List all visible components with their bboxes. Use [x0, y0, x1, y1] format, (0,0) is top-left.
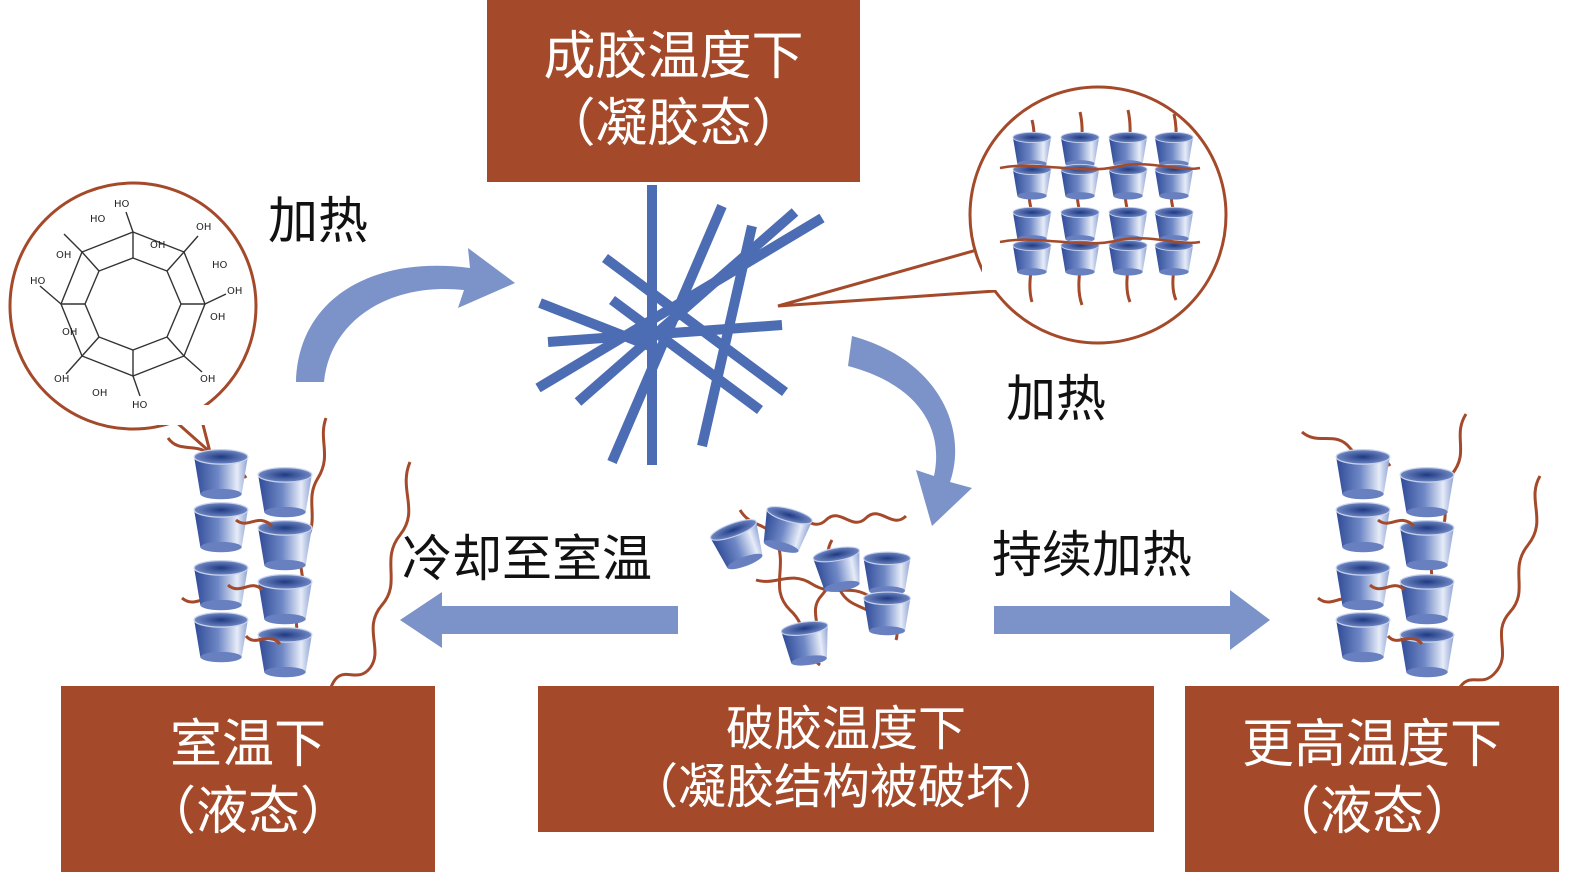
- svg-text:OH: OH: [210, 312, 225, 323]
- heat-label-right: 加热: [1006, 370, 1106, 428]
- heat-label-left: 加热: [268, 192, 368, 250]
- svg-text:OH: OH: [227, 286, 242, 297]
- fiber-detail-cylinders: [999, 109, 1201, 306]
- svg-text:OH: OH: [54, 374, 69, 385]
- svg-text:HO: HO: [30, 276, 46, 287]
- higher-temp-label-box: 更高温度下 （液态）: [1185, 686, 1559, 872]
- higher-temp-state: （液态）: [1267, 782, 1476, 842]
- cool-label: 冷却至室温: [402, 530, 652, 588]
- broken-gel-cluster: [707, 502, 911, 669]
- break-temp-label-box: 破胶温度下 （凝胶结构被破坏）: [538, 686, 1154, 832]
- gel-fiber-network: [535, 185, 825, 465]
- gel-temp-title: 成胶温度下: [543, 27, 804, 88]
- higher-temp-title: 更高温度下: [1241, 715, 1502, 776]
- higher-temp-cluster: [1301, 413, 1542, 691]
- continue-heat-arrow: [994, 590, 1270, 650]
- svg-text:OH: OH: [150, 240, 165, 251]
- svg-text:HO: HO: [212, 260, 228, 271]
- heat-arrow-right-curve: [848, 336, 972, 526]
- break-temp-title: 破胶温度下: [725, 701, 966, 758]
- gel-temp-state: （凝胶态）: [543, 94, 804, 154]
- room-temp-title: 室温下: [169, 715, 326, 776]
- svg-text:HO: HO: [90, 214, 106, 225]
- svg-text:OH: OH: [200, 374, 215, 385]
- svg-text:HO: HO: [132, 400, 148, 411]
- gel-temp-label-box: 成胶温度下 （凝胶态）: [487, 0, 860, 182]
- cool-arrow: [400, 592, 678, 648]
- break-temp-state: （凝胶结构被破坏）: [629, 759, 1062, 815]
- room-temp-label-box: 室温下 （液态）: [61, 686, 435, 872]
- continue-heat-label: 持续加热: [992, 526, 1192, 584]
- molecule-hydroxyl-labels: HO HO OH OH HO OH OH OH HO OH OH OH HO O…: [30, 199, 242, 411]
- svg-text:OH: OH: [196, 222, 211, 233]
- svg-text:OH: OH: [62, 327, 77, 338]
- svg-text:HO: HO: [114, 199, 130, 210]
- cyclodextrin-molecule: [39, 211, 227, 397]
- svg-text:OH: OH: [56, 250, 71, 261]
- heat-arrow-left-curve: [296, 248, 515, 382]
- svg-text:OH: OH: [92, 388, 107, 399]
- room-temp-state: （液态）: [143, 782, 352, 842]
- room-temp-cluster: [166, 417, 412, 691]
